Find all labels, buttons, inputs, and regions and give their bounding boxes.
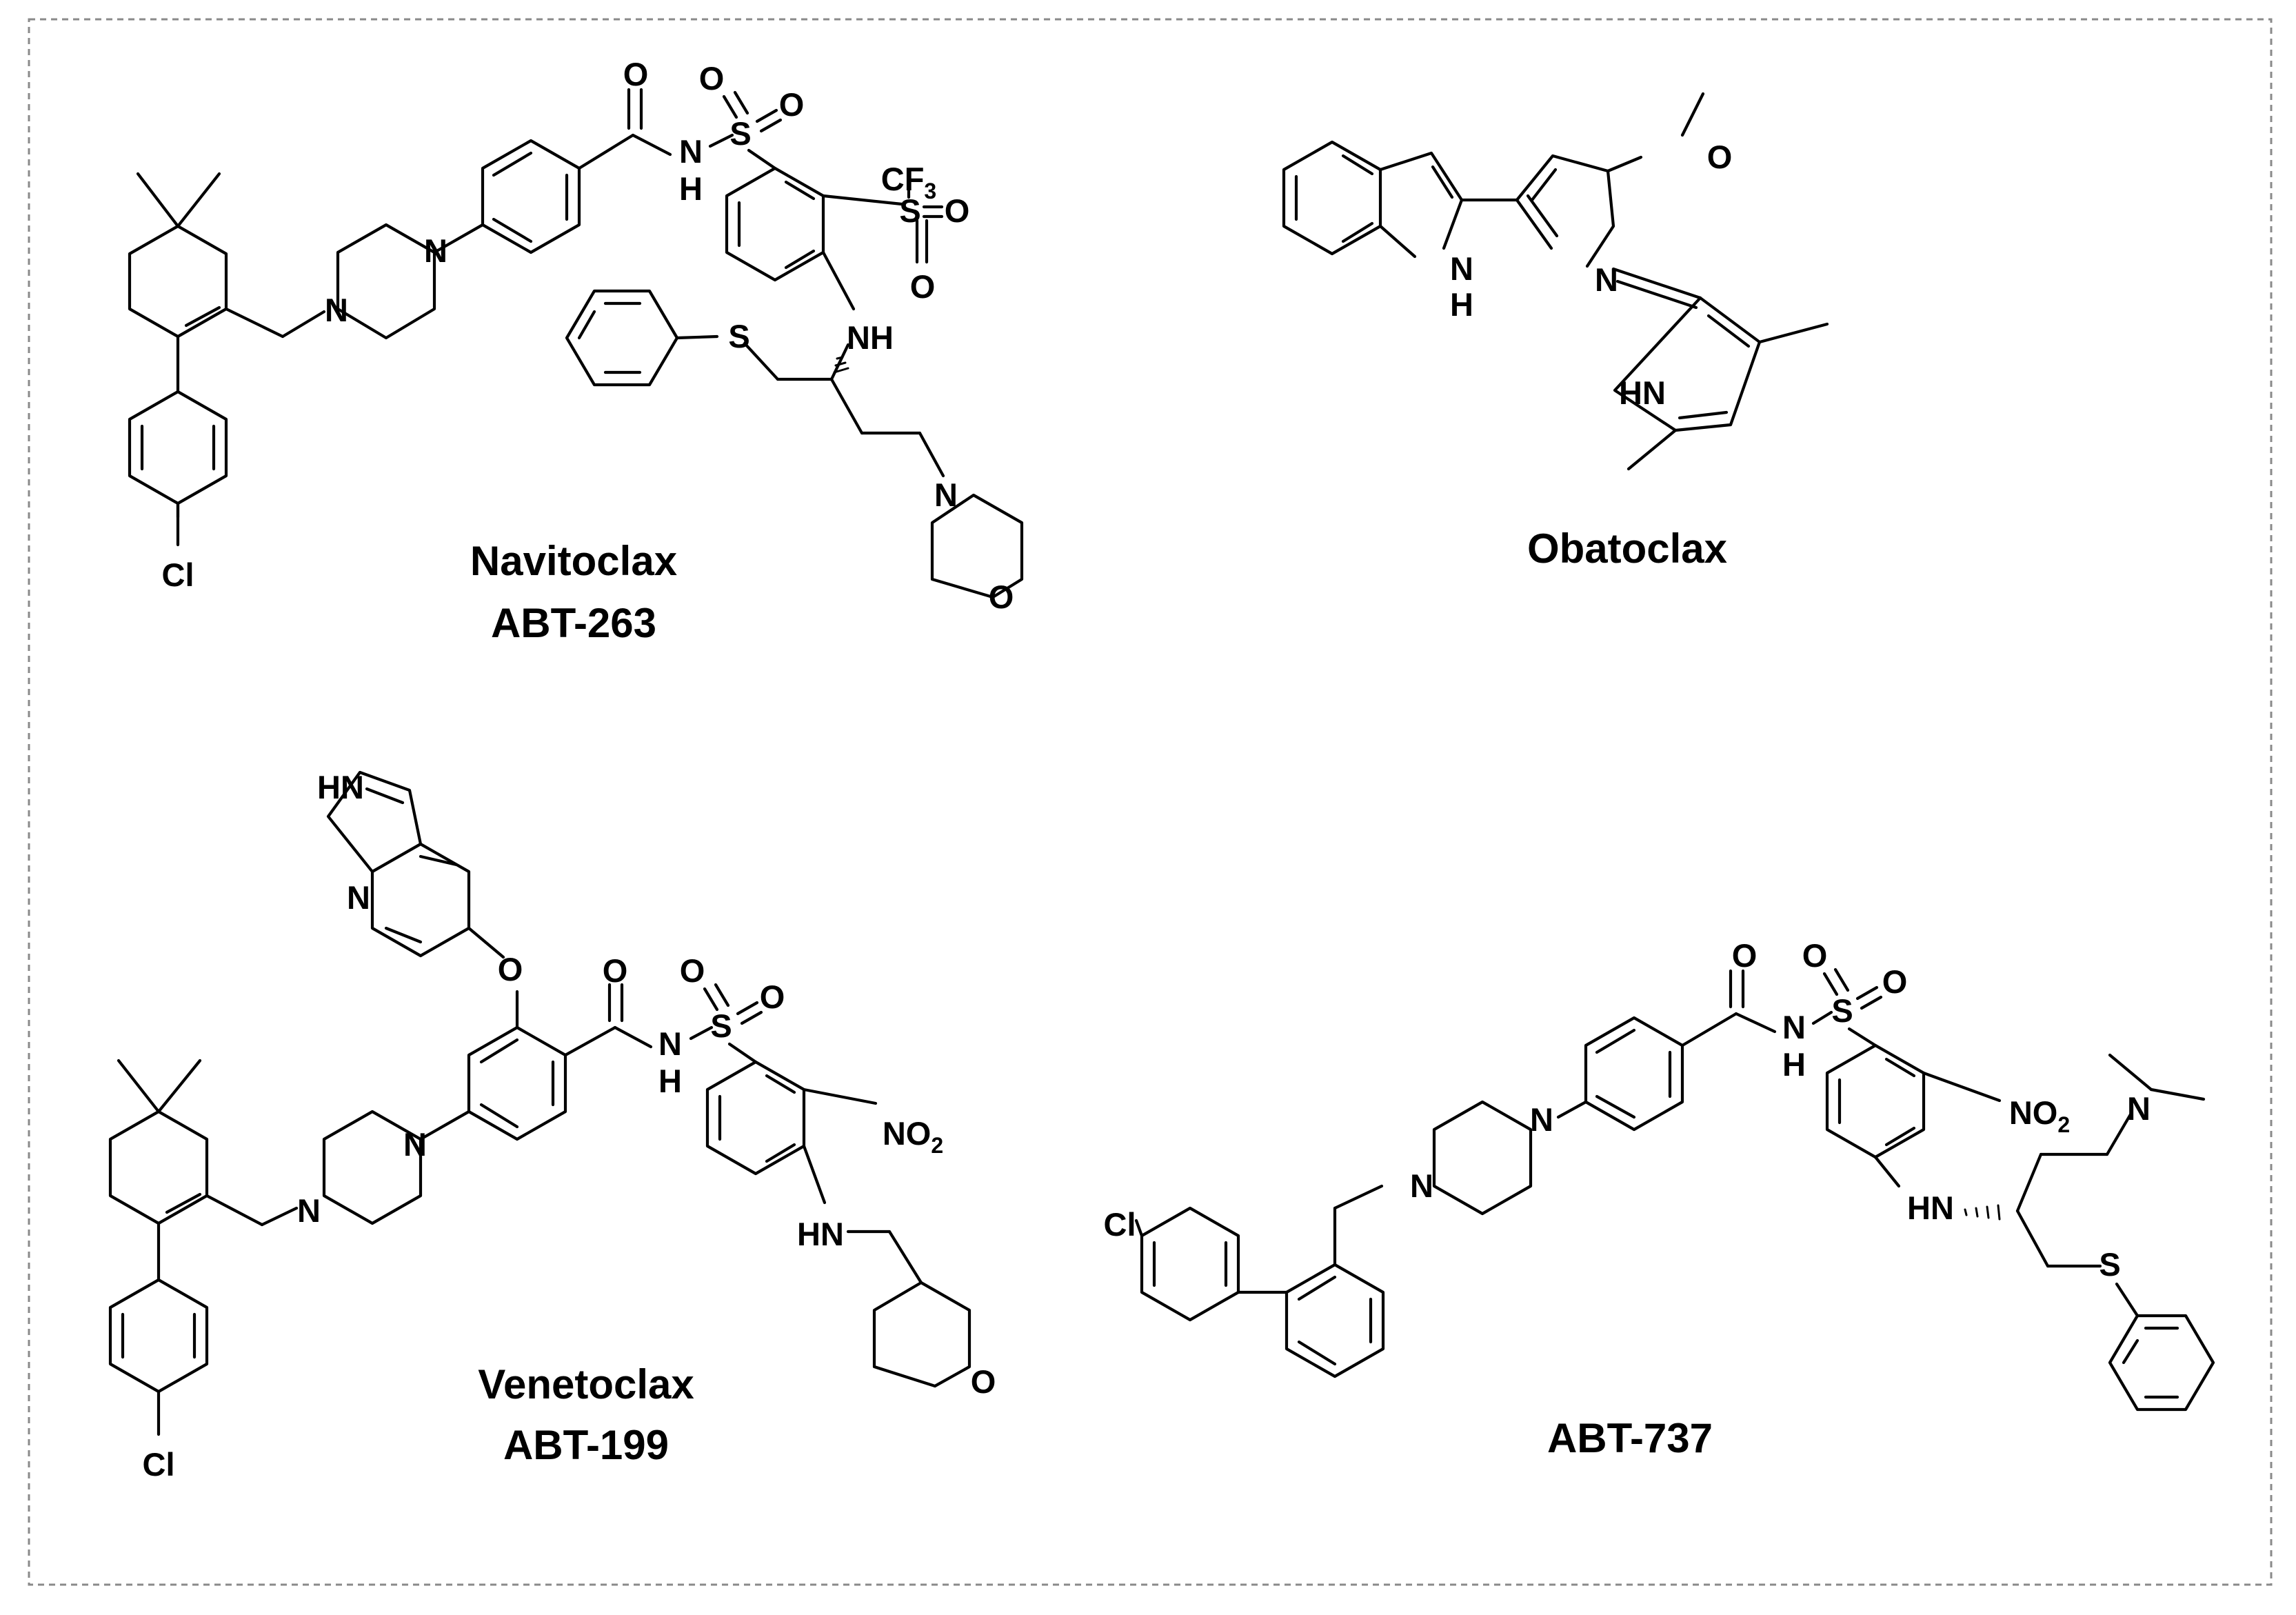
- indole-nitrogen-label: N: [1450, 250, 1473, 287]
- nitrogen-label: N: [424, 232, 447, 269]
- pyran-oxygen-label: O: [971, 1363, 996, 1400]
- chlorine-label: Cl: [1104, 1206, 1136, 1243]
- navitoclax-structure: [128, 88, 1024, 599]
- chlorine-label: Cl: [143, 1446, 175, 1483]
- nitro-label: NO2: [883, 1115, 943, 1158]
- nitrogen-label: N: [297, 1192, 321, 1229]
- oxygen-label: O: [603, 952, 628, 989]
- oxygen-label: O: [1882, 963, 1908, 1000]
- dimethylamine-nitrogen-label: N: [2127, 1090, 2151, 1127]
- sulfur-label: S: [728, 318, 749, 354]
- oxygen-label: O: [779, 86, 805, 123]
- venetoclax-structure: [108, 770, 971, 1436]
- nitro-label: NO2: [2009, 1094, 2070, 1137]
- amide-hydrogen-label: H: [658, 1063, 682, 1099]
- sulfur-label: S: [2099, 1246, 2120, 1283]
- abt737-structure: [1134, 967, 2215, 1412]
- morpholine-oxygen-label: O: [989, 579, 1014, 615]
- oxygen-label: O: [623, 56, 649, 92]
- amine-label: HN: [1907, 1190, 1954, 1226]
- amine-label: NH: [847, 319, 894, 356]
- compound-code: ABT-263: [491, 600, 656, 646]
- azaindole-nh-label: HN: [317, 769, 364, 805]
- nitrogen-label: N: [325, 292, 348, 328]
- chlorine-label: Cl: [162, 556, 194, 593]
- compound-name: ABT-737: [1547, 1415, 1713, 1461]
- dashed-frame: [28, 18, 2273, 1586]
- oxygen-label: O: [760, 979, 785, 1015]
- amide-hydrogen-label: H: [1782, 1046, 1806, 1083]
- trifluoromethyl-label: CF3: [881, 161, 936, 203]
- amide-hydrogen-label: H: [679, 170, 703, 207]
- pyrrolenine-nitrogen-label: N: [1595, 261, 1618, 298]
- pyrrole-nh-label: HN: [1619, 374, 1666, 411]
- amine-label: HN: [797, 1216, 844, 1252]
- pyridine-nitrogen-label: N: [347, 879, 370, 916]
- nitrogen-label: N: [403, 1126, 427, 1163]
- sulfur-label: S: [899, 192, 920, 229]
- oxygen-label: O: [910, 268, 936, 305]
- ether-oxygen-label: O: [498, 951, 523, 987]
- nitrogen-label: N: [1410, 1167, 1433, 1204]
- amide-nitrogen-label: N: [1782, 1009, 1806, 1045]
- sulfur-label: S: [1831, 992, 1853, 1029]
- compound-name: Venetoclax: [478, 1361, 694, 1407]
- oxygen-label: O: [1732, 937, 1758, 974]
- amide-nitrogen-label: N: [658, 1025, 682, 1062]
- compound-name: Obatoclax: [1527, 525, 1727, 572]
- amide-nitrogen-label: N: [679, 133, 703, 170]
- oxygen-label: O: [945, 192, 970, 229]
- methoxy-oxygen-label: O: [1707, 139, 1733, 175]
- nitrogen-label: N: [1530, 1101, 1553, 1138]
- indole-hydrogen-label: H: [1450, 286, 1473, 323]
- compound-code: ABT-199: [503, 1422, 669, 1468]
- oxygen-label: O: [1802, 937, 1828, 974]
- compound-name: Navitoclax: [470, 538, 677, 584]
- sulfur-label: S: [710, 1007, 732, 1044]
- oxygen-label: O: [680, 952, 705, 989]
- morpholine-nitrogen-label: N: [934, 477, 958, 513]
- oxygen-label: O: [699, 60, 725, 97]
- obatoclax-structure: [1282, 92, 1829, 471]
- sulfur-label: S: [729, 115, 751, 152]
- stereo-bonds: [833, 356, 2001, 1221]
